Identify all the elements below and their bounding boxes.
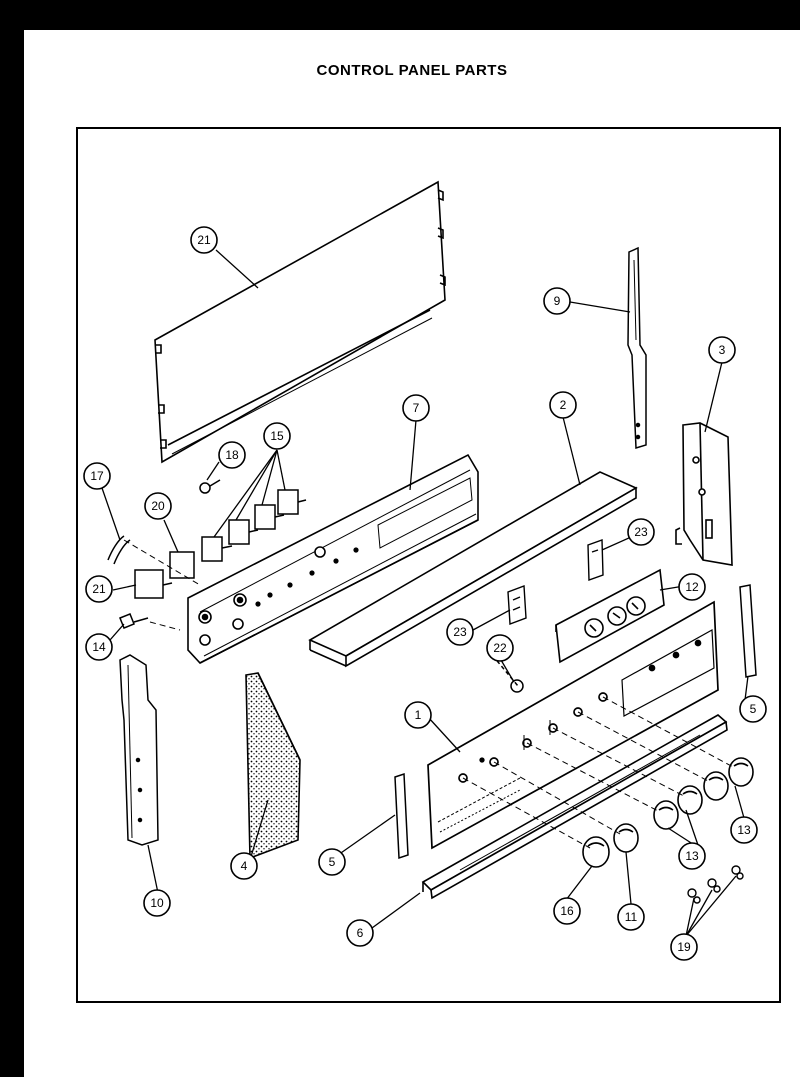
part-6-bottom-trim bbox=[421, 714, 728, 900]
svg-text:7: 7 bbox=[413, 401, 420, 415]
page-title: CONTROL PANEL PARTS bbox=[316, 62, 508, 79]
svg-text:23: 23 bbox=[634, 525, 648, 539]
svg-text:10: 10 bbox=[150, 896, 164, 910]
svg-text:13: 13 bbox=[737, 823, 751, 837]
callout-14: 14 bbox=[85, 633, 113, 661]
callout-13c: 13 bbox=[0, 0, 14, 3]
callout-1: 1 bbox=[404, 701, 432, 729]
part-12-timer-panel bbox=[555, 568, 665, 664]
svg-text:3: 3 bbox=[719, 343, 726, 357]
leader-lines bbox=[101, 249, 749, 937]
part-9-side-bracket bbox=[627, 246, 647, 449]
assembly-lines bbox=[123, 539, 736, 849]
svg-text:13: 13 bbox=[685, 849, 699, 863]
svg-text:21: 21 bbox=[197, 233, 211, 247]
callout-12: 12 bbox=[678, 573, 706, 601]
part-15-switches bbox=[201, 489, 307, 562]
callout-22: 22 bbox=[486, 634, 514, 662]
callout-17: 17 bbox=[83, 462, 111, 490]
callout-23b: 23 bbox=[446, 618, 474, 646]
callout-18: 18 bbox=[218, 441, 246, 469]
callout-8: 21 bbox=[190, 226, 218, 254]
svg-text:11: 11 bbox=[625, 910, 638, 924]
callouts: 21 9 3 7 2 15 18 17 20 23 12 21 23 14 22… bbox=[0, 0, 767, 961]
svg-text:5: 5 bbox=[750, 702, 757, 716]
callout-16: 16 bbox=[553, 897, 581, 925]
svg-text:16: 16 bbox=[560, 904, 574, 918]
svg-text:18: 18 bbox=[225, 448, 239, 462]
part-4-filter-panel bbox=[245, 672, 301, 860]
callout-20: 20 bbox=[144, 492, 172, 520]
callout-19: 19 bbox=[670, 933, 698, 961]
svg-text:6: 6 bbox=[357, 926, 364, 940]
svg-text:14: 14 bbox=[92, 640, 106, 654]
callout-23a: 23 bbox=[627, 518, 655, 546]
callout-21: 21 bbox=[85, 575, 113, 603]
svg-text:19: 19 bbox=[677, 940, 691, 954]
control-knobs bbox=[582, 757, 754, 868]
part-7-control-bracket bbox=[187, 453, 479, 664]
callout-13b: 13 bbox=[678, 842, 706, 870]
part-20-21-relays bbox=[134, 551, 195, 599]
svg-text:4: 4 bbox=[241, 859, 248, 873]
part-3-side-panel bbox=[675, 422, 733, 566]
callout-3: 3 bbox=[708, 336, 736, 364]
callout-5a: 5 bbox=[739, 695, 767, 723]
callout-10: 10 bbox=[143, 889, 171, 917]
callout-13a: 13 bbox=[730, 816, 758, 844]
part-19-small-knobs bbox=[687, 865, 744, 904]
callout-4: 4 bbox=[230, 852, 258, 880]
callout-7: 7 bbox=[402, 394, 430, 422]
svg-text:15: 15 bbox=[270, 429, 284, 443]
part-5-trim-strips bbox=[394, 584, 757, 860]
svg-text:17: 17 bbox=[90, 469, 104, 483]
diagram-frame bbox=[76, 127, 781, 1003]
svg-text:12: 12 bbox=[685, 580, 699, 594]
svg-text:23: 23 bbox=[453, 625, 467, 639]
svg-text:2: 2 bbox=[560, 398, 567, 412]
part-8-back-panel bbox=[154, 180, 446, 464]
svg-text:1: 1 bbox=[415, 708, 422, 722]
callout-9: 9 bbox=[543, 287, 571, 315]
svg-text:9: 9 bbox=[554, 294, 561, 308]
part-23-clips bbox=[507, 539, 604, 625]
callout-2: 2 bbox=[549, 391, 577, 419]
callout-6: 6 bbox=[346, 919, 374, 947]
callout-15: 15 bbox=[263, 422, 291, 450]
callout-11: 11 bbox=[617, 903, 645, 931]
svg-text:22: 22 bbox=[493, 641, 507, 655]
small-hardware bbox=[107, 479, 524, 693]
svg-text:5: 5 bbox=[329, 855, 336, 869]
part-10-left-bracket bbox=[119, 654, 159, 846]
callout-5b: 5 bbox=[318, 848, 346, 876]
part-2-top-trim bbox=[308, 471, 638, 668]
svg-text:20: 20 bbox=[151, 499, 165, 513]
part-1-front-panel bbox=[427, 600, 719, 850]
svg-text:21: 21 bbox=[92, 582, 106, 596]
